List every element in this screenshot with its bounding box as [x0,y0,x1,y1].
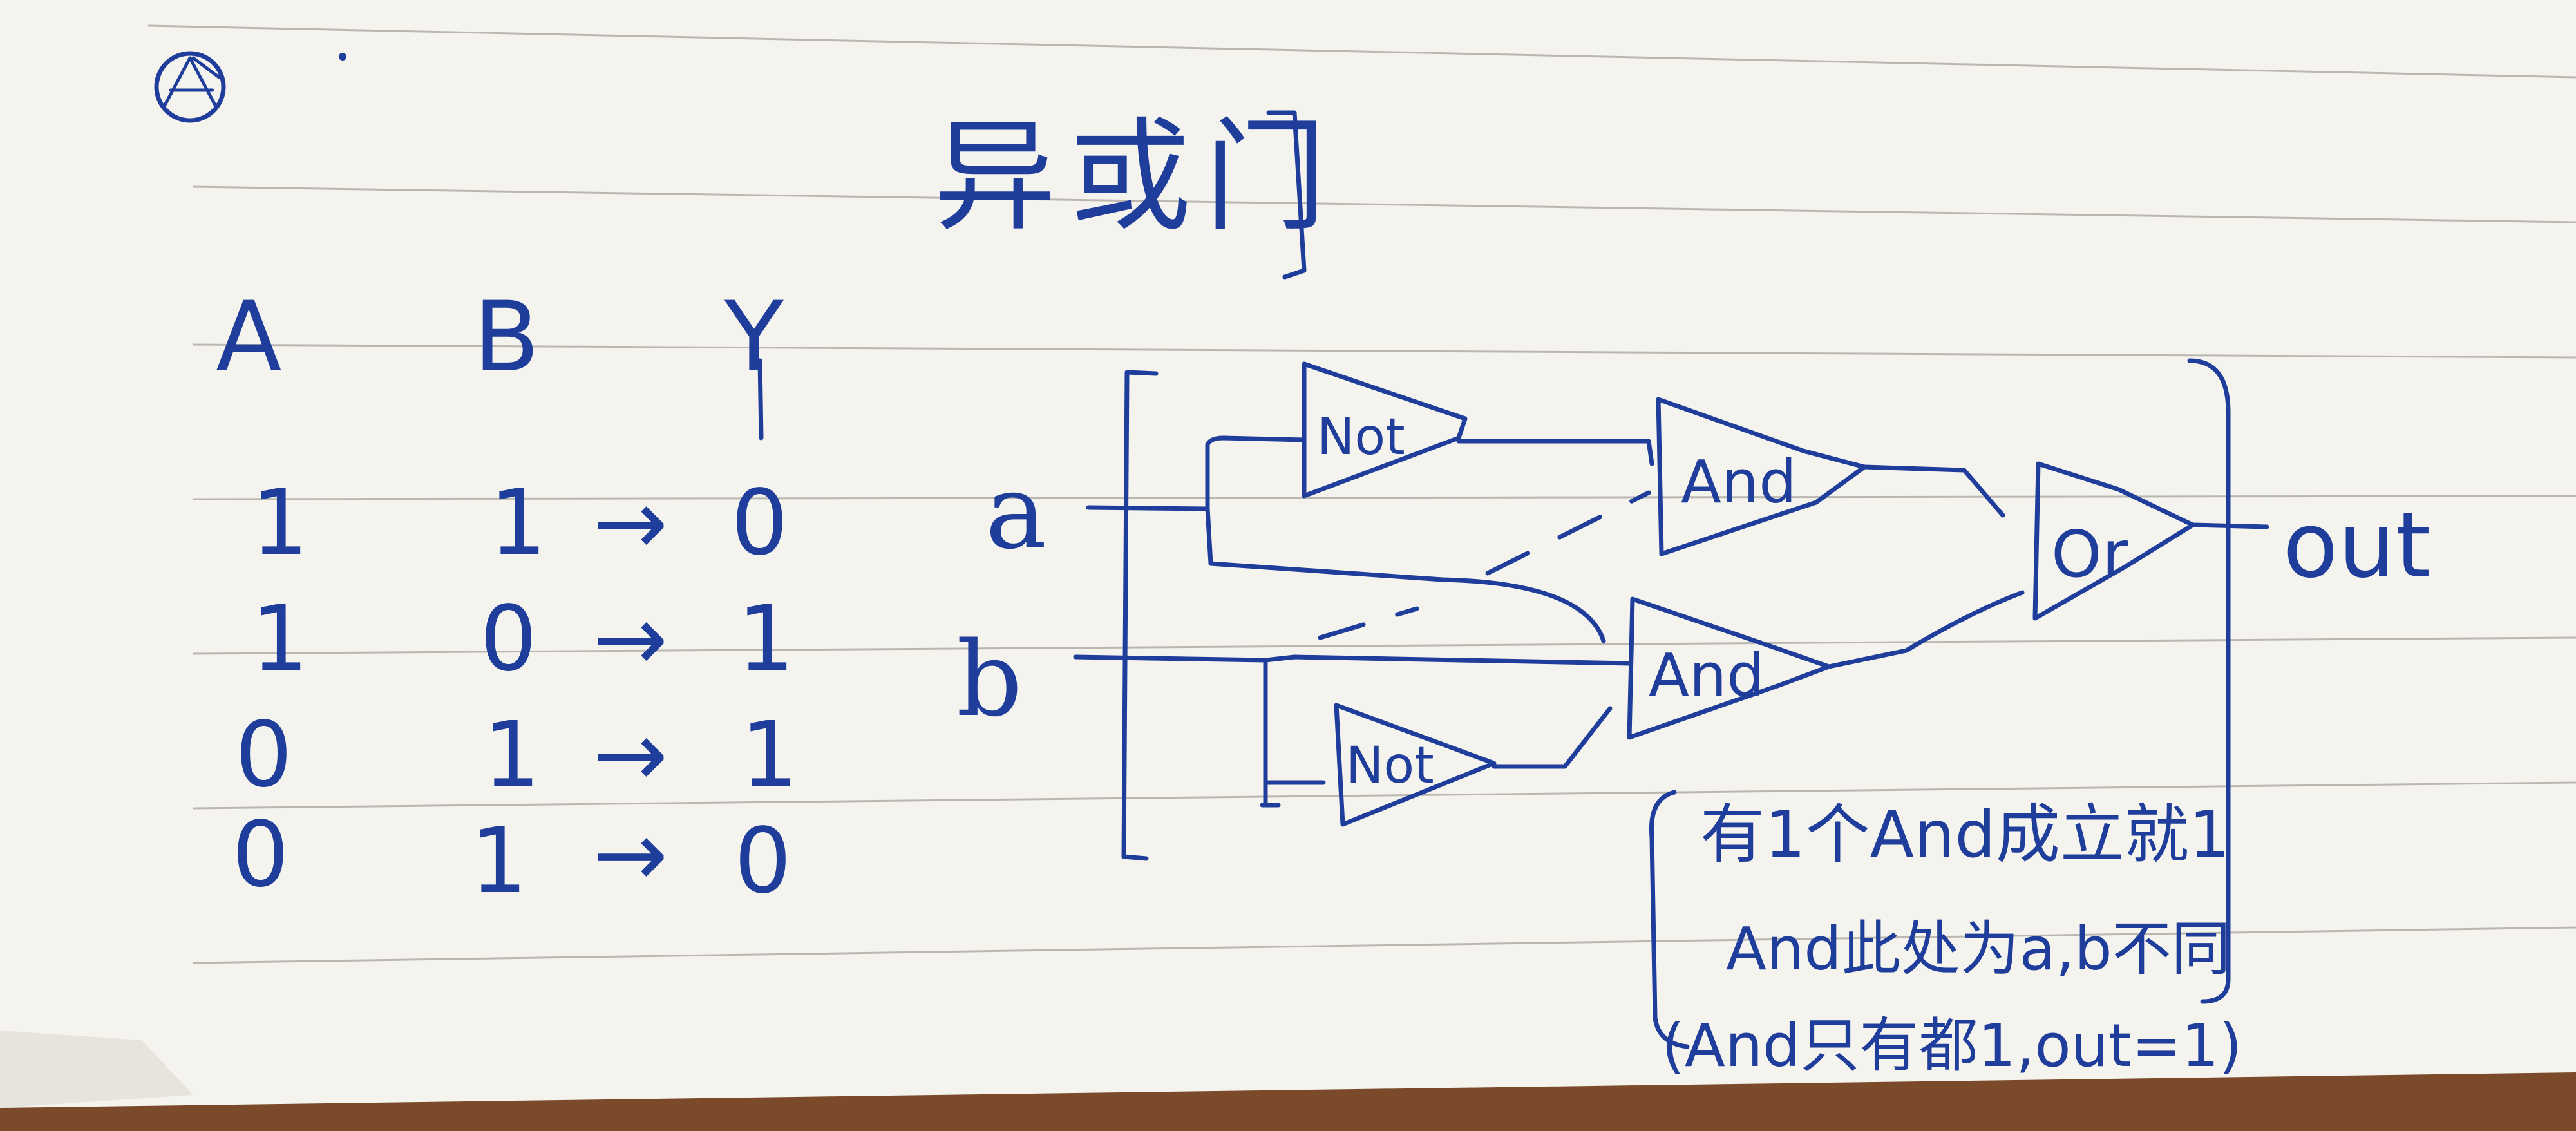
notes-bracket [1649,790,1690,1049]
header-y-tail [757,358,764,441]
cell-b: 0 [480,587,537,692]
and-gate-bottom-label: And [1649,641,1765,710]
dashed-wire-bottom [1318,606,1419,640]
table-row: 1 1 → 0 [251,471,788,576]
input-bracket [1121,370,1159,861]
or-gate [2032,461,2195,621]
wire-or-out [2190,522,2269,529]
table-row: 0 1 → 0 [232,803,791,914]
header-a: A [216,281,282,394]
not-gate-top-label: Not [1317,408,1405,466]
header-y: Y [724,281,784,394]
note-line-2: And此处为a,b不同 [1726,915,2231,984]
header-b: B [473,281,540,394]
not-gate-bottom [1334,703,1497,827]
cell-arrow: → [592,587,668,692]
cell-a: 0 [235,703,292,808]
wire-and-bottom-out [1826,590,2025,669]
note-line-1: 有1个And成立就1 [1700,797,2230,872]
and-gate-top [1656,397,1867,556]
cell-y: 0 [731,471,788,576]
cell-a: 1 [251,471,308,576]
and-gate-top-label: And [1681,448,1797,517]
wire-not-top-out [1456,439,1654,466]
and-gate-bottom [1627,596,1832,740]
not-gate-top [1302,361,1468,499]
xor-circuit: a b Not And Not And Or out [956,358,2430,1004]
cell-a: 0 [232,803,289,908]
cell-b: 1 [489,471,547,576]
output-bracket [2187,358,2231,1004]
cell-y: 1 [741,703,798,808]
not-gate-bottom-label: Not [1346,737,1434,795]
input-b-label: b [956,619,1022,739]
input-a-label: a [985,451,1046,572]
wire-not-bottom-out [1492,706,1613,769]
ruled-lines [147,24,2576,964]
wire-b [1073,654,1632,808]
wire-and-top-out [1862,464,2005,518]
truth-table: A B Y 1 1 → 0 1 0 → 1 0 1 → 1 0 1 → 0 [216,281,798,914]
or-gate-label: Or [2051,517,2129,592]
table-row: 1 0 → 1 [251,587,795,692]
table-row: 0 1 → 1 [235,703,798,808]
paper-shadow [0,1031,193,1108]
cell-y: 0 [734,809,791,914]
cell-y: 1 [737,587,795,692]
cell-arrow: → [592,471,668,576]
corner-doodle-icon [154,51,346,123]
output-label: out [2283,493,2430,598]
page-title: 异或门 [934,106,1340,248]
title-bracket [1266,110,1307,280]
wire-a [1086,435,1606,643]
dashed-wire-top [1485,490,1651,576]
cell-arrow: → [592,703,668,808]
cell-b: 1 [483,703,540,808]
paper-sheet [0,0,2576,1108]
notes: 有1个And成立就1 And此处为a,b不同 (And只有都1,out=1) [1649,790,2242,1080]
cell-arrow: → [592,803,668,908]
cell-a: 1 [251,587,308,692]
cell-b: 1 [470,809,527,914]
note-line-3: (And只有都1,out=1) [1662,1011,2242,1080]
